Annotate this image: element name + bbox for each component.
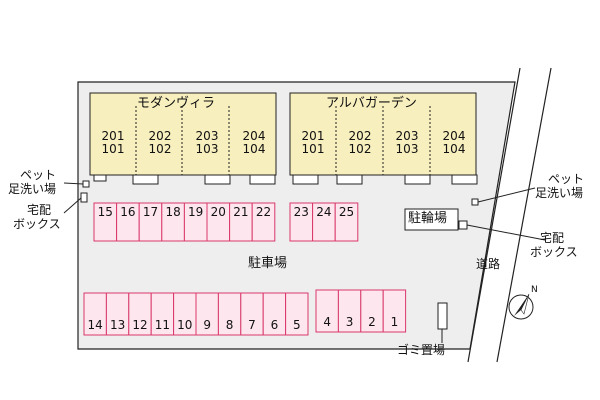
unit-number: 201	[301, 129, 325, 143]
parking-space-number: 6	[270, 318, 279, 332]
pet-footwash-right-label-1: ペット	[548, 172, 585, 186]
parking-space-number: 23	[293, 205, 309, 219]
parking-space-number: 11	[154, 318, 171, 332]
road-edge-line	[467, 67, 521, 363]
unit-number: 103	[195, 142, 219, 156]
unit-number: 102	[148, 142, 172, 156]
pet-footwash-right-label-2: 足洗い場	[535, 186, 584, 200]
garbage-station-box	[437, 302, 448, 330]
parking-space-number: 5	[292, 318, 301, 332]
parking-space-number: 14	[87, 318, 103, 332]
parking-space-number: 8	[225, 318, 234, 332]
parking-space-number: 7	[248, 318, 256, 332]
building-modern-villa	[89, 92, 277, 185]
pet-footwash-right-marker	[471, 198, 479, 206]
parking-space	[285, 292, 309, 336]
parking-lot-label: 駐車場	[248, 256, 288, 271]
unit-number: 101	[101, 142, 125, 156]
unit-number: 201	[101, 129, 125, 143]
unit-number: 204	[442, 129, 466, 143]
unit-number: 104	[442, 142, 466, 156]
parking-space-number: 16	[120, 205, 136, 219]
delivery-box-right-label-2: ボックス	[530, 245, 578, 259]
unit-number: 204	[242, 129, 266, 143]
parking-space-number: 20	[210, 205, 226, 219]
delivery-box-right-marker	[458, 220, 468, 230]
parking-space-number: 22	[255, 205, 272, 219]
unit-number: 203	[395, 129, 419, 143]
unit-number: 104	[242, 142, 266, 156]
bicycle-parking-label: 駐輪場	[408, 211, 448, 226]
unit-number: 103	[395, 142, 419, 156]
parking-space-number: 4	[323, 315, 332, 329]
parking-space	[334, 202, 359, 242]
building-name-1: モダンヴィラ	[137, 96, 216, 111]
unit-number: 101	[301, 142, 325, 156]
delivery-box-right-label-1: 宅配	[540, 231, 565, 245]
unit-number: 102	[348, 142, 372, 156]
parking-space-number: 3	[345, 315, 354, 329]
delivery-box-left-label-2: ボックス	[13, 217, 61, 231]
parking-space-number: 1	[390, 315, 399, 329]
road-edge-line	[496, 67, 552, 363]
north-label: N	[531, 285, 538, 295]
parking-space-number: 19	[188, 205, 204, 219]
unit-number: 202	[148, 129, 172, 143]
parking-space-number: 17	[142, 205, 159, 219]
building-name-2: アルバガーデン	[326, 96, 417, 111]
parking-space-number: 10	[177, 318, 193, 332]
parking-space-number: 2	[368, 315, 376, 329]
delivery-box-left-marker	[80, 192, 88, 203]
parking-space	[251, 202, 276, 242]
garbage-station-label: ゴミ置場	[397, 343, 446, 357]
parking-space-number: 15	[97, 205, 113, 219]
north-arrow	[508, 293, 534, 320]
parking-space-number: 21	[233, 205, 249, 219]
parking-space-number: 25	[338, 205, 355, 219]
parking-space-number: 13	[109, 318, 126, 332]
building-alba-garden	[289, 92, 478, 185]
parking-space-number: 18	[165, 205, 181, 219]
delivery-box-left-label-1: 宅配	[27, 203, 52, 217]
parking-space-number: 12	[132, 318, 148, 332]
parking-space-number: 9	[203, 318, 212, 332]
unit-number: 202	[348, 129, 372, 143]
bicycle-parking-box	[404, 208, 459, 231]
pet-footwash-left-label-1: ペット	[20, 168, 57, 182]
parking-space-number: 24	[316, 205, 332, 219]
unit-number: 203	[195, 129, 219, 143]
pet-footwash-left-marker	[82, 180, 90, 188]
pet-footwash-left-label-2: 足洗い場	[8, 182, 57, 196]
road-label: 道路	[476, 257, 501, 271]
parking-space	[382, 289, 407, 333]
